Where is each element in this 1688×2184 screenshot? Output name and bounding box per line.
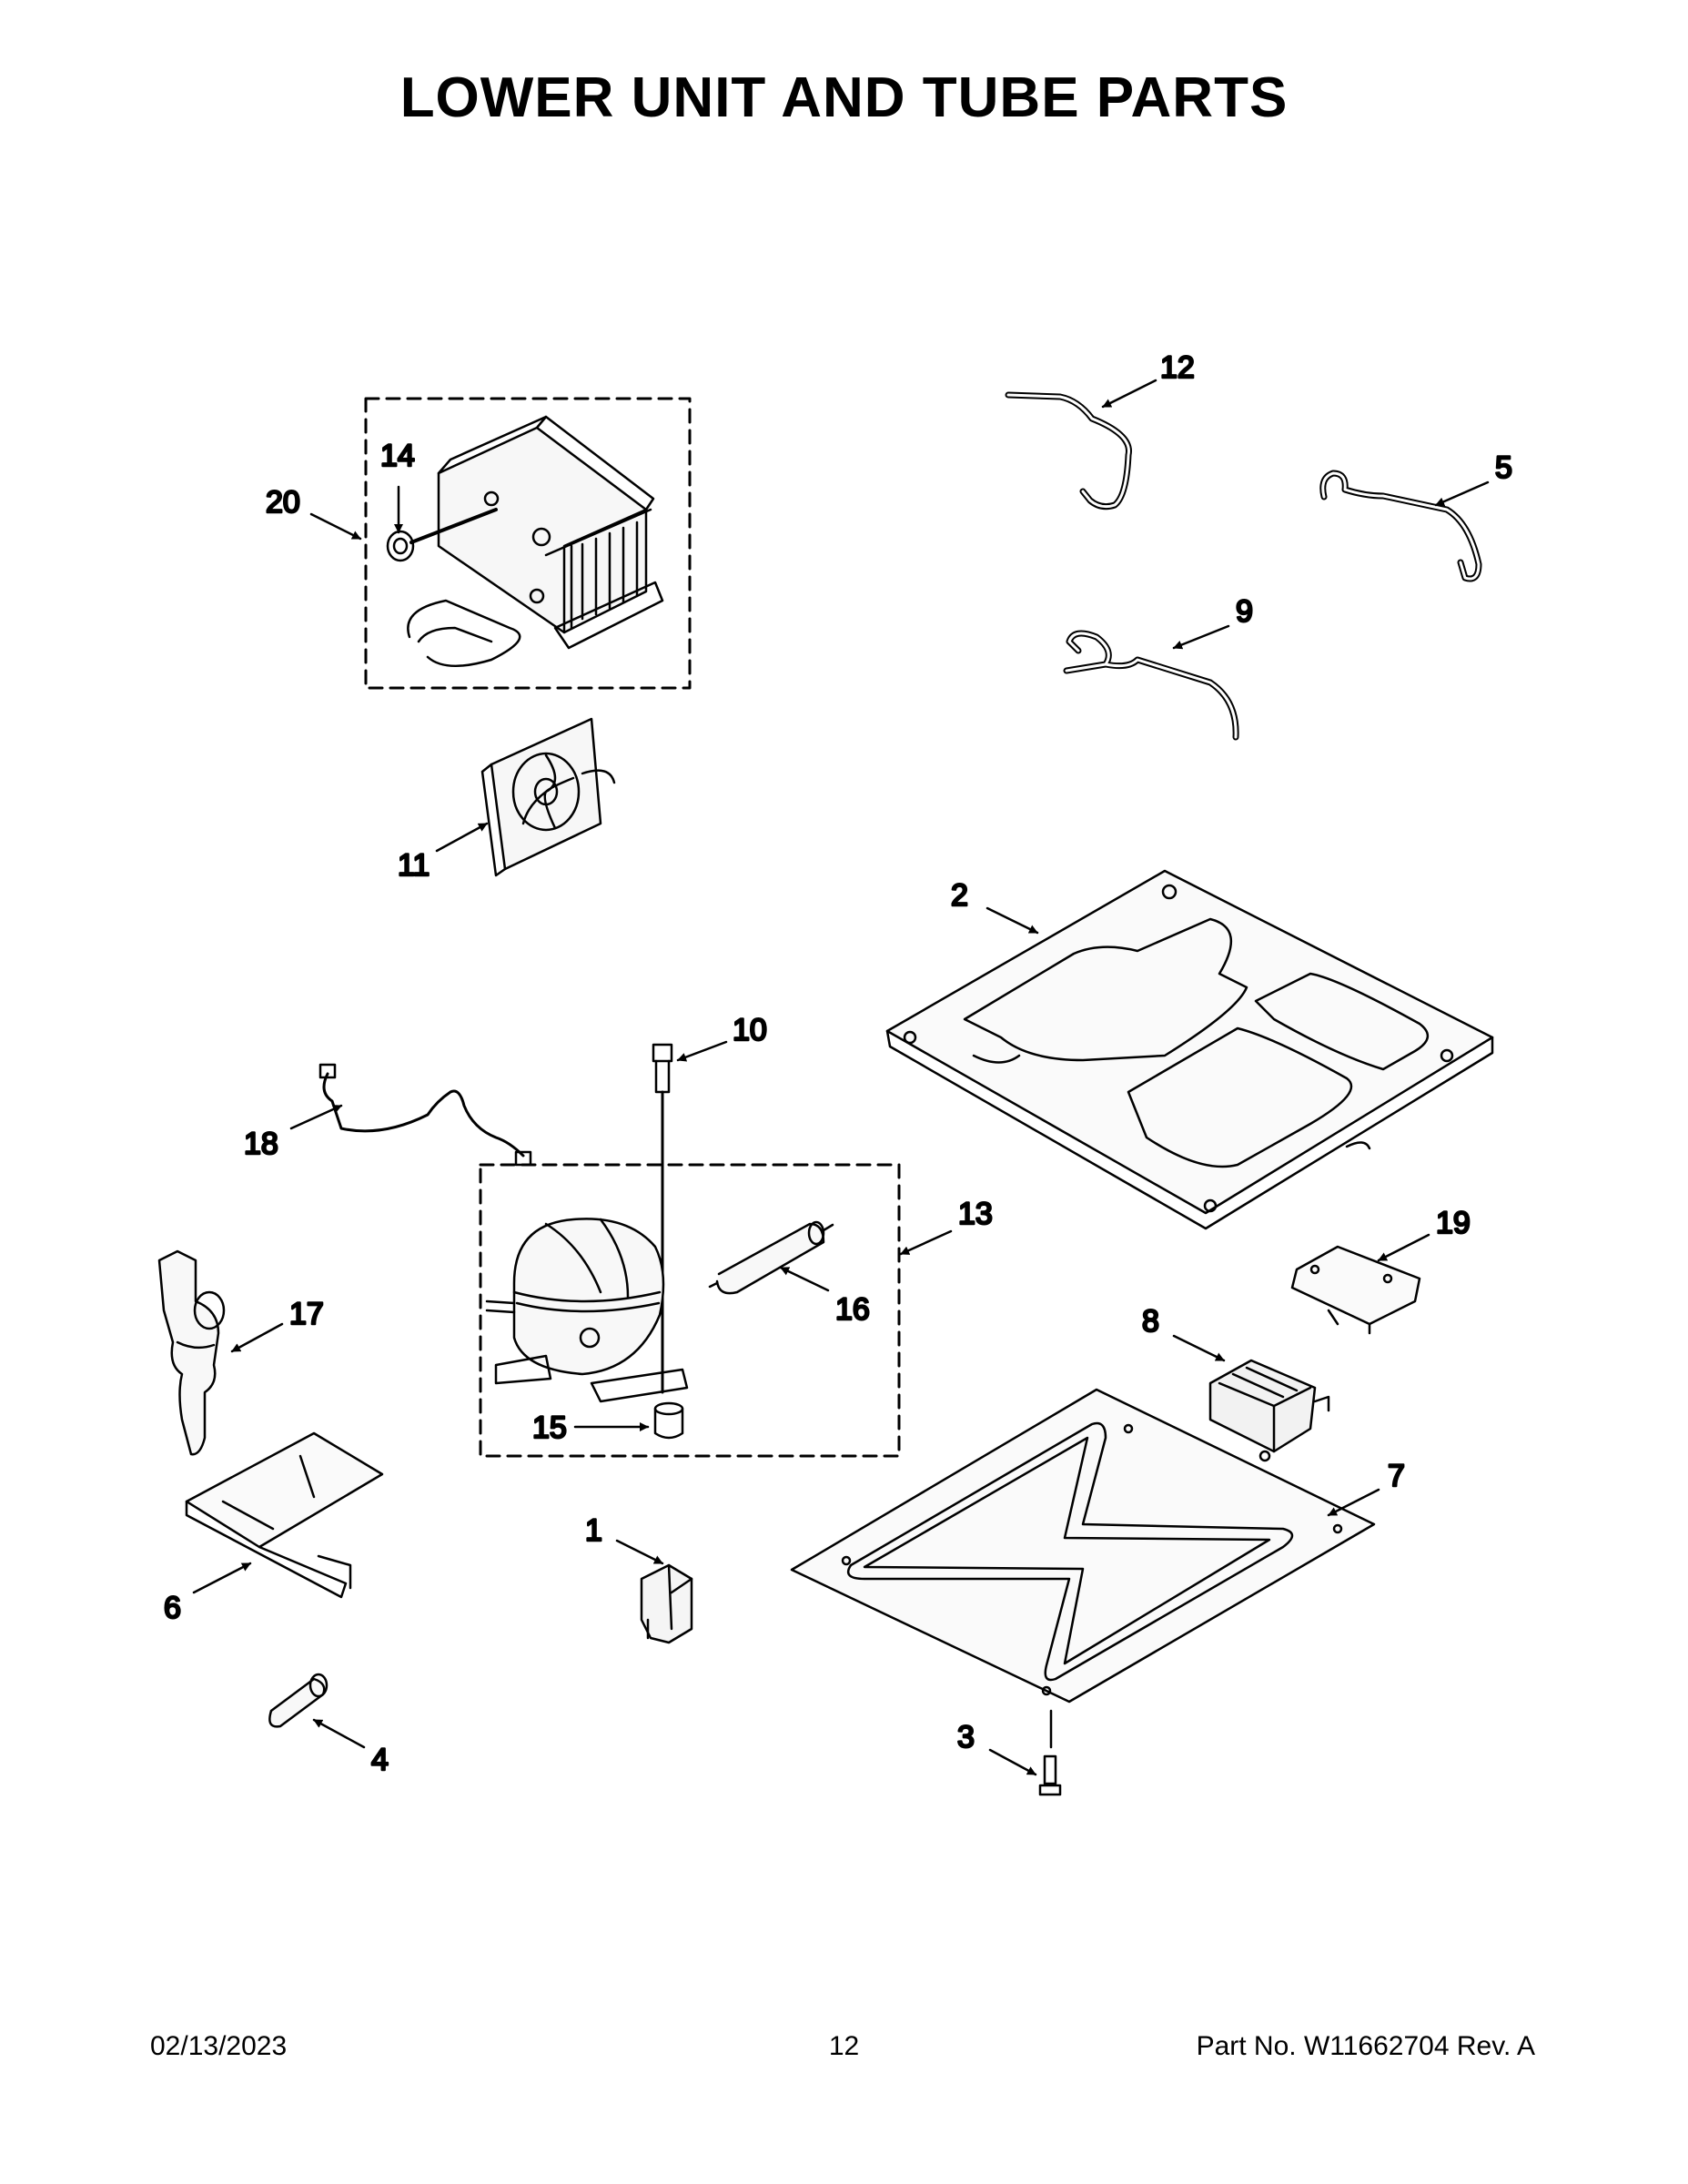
callout-13: 13 (899, 1196, 994, 1256)
callout-9-label: 9 (1236, 594, 1253, 629)
callout-3: 3 (956, 1719, 1037, 1776)
callout-12: 12 (1101, 349, 1196, 409)
compressor-group-box (479, 1163, 901, 1458)
tube-part-5-inner (1321, 471, 1481, 581)
callout-19: 19 (1377, 1205, 1471, 1262)
footer-part-number: Part No. W11662704 Rev. A (1196, 2031, 1535, 2061)
bracket-6-part (185, 1431, 384, 1599)
callout-16-label: 16 (835, 1292, 870, 1327)
callout-20: 20 (265, 484, 362, 541)
condenser-group-box (364, 397, 692, 690)
tube-part-9 (1063, 630, 1239, 741)
callout-18: 18 (243, 1104, 343, 1162)
callout-1: 1 (584, 1512, 664, 1565)
callout-7-label: 7 (1388, 1459, 1405, 1493)
footer-page-number: 12 (828, 2031, 860, 2061)
compressor-part (485, 1218, 689, 1403)
callout-3-label: 3 (957, 1720, 975, 1754)
callout-13-label: 13 (958, 1197, 993, 1231)
callout-6: 6 (163, 1562, 252, 1626)
callout-18-label: 18 (244, 1127, 278, 1161)
callout-8: 8 (1141, 1303, 1226, 1362)
callout-4-label: 4 (371, 1743, 389, 1777)
callout-8-label: 8 (1142, 1304, 1159, 1339)
bracket-19-part (1290, 1245, 1421, 1335)
tube-part-12 (1005, 391, 1132, 511)
drier-part (708, 1220, 834, 1295)
callout-15-label: 15 (532, 1410, 567, 1445)
callout-14-label: 14 (380, 439, 415, 473)
callout-7: 7 (1327, 1458, 1406, 1517)
callout-6-label: 6 (164, 1591, 181, 1625)
drain-part (157, 1249, 226, 1456)
tube-part-12-inner (1006, 393, 1130, 509)
callout-17: 17 (230, 1296, 325, 1353)
part-10 (652, 1043, 673, 1394)
condenser-fan-part (480, 717, 616, 877)
callout-2: 2 (950, 877, 1039, 935)
footer-date: 02/13/2023 (150, 2031, 288, 2061)
callout-15: 15 (531, 1410, 650, 1446)
wire-harness-part (322, 1072, 525, 1158)
grommet-15-part (653, 1401, 684, 1440)
callout-5-label: 5 (1495, 450, 1512, 485)
callout-19-label: 19 (1436, 1206, 1471, 1240)
condenser-assembly-part (407, 415, 664, 668)
callout-14: 14 (379, 438, 416, 534)
callout-10-label: 10 (733, 1013, 767, 1047)
callout-17-label: 17 (289, 1297, 324, 1331)
callout-2-label: 2 (951, 878, 968, 913)
part-8 (1208, 1359, 1330, 1462)
harness-connector-a (318, 1063, 337, 1079)
page-title: LOWER UNIT AND TUBE PARTS (399, 66, 1289, 129)
callout-4: 4 (312, 1718, 389, 1778)
part-1 (640, 1563, 693, 1644)
callout-9: 9 (1172, 593, 1254, 650)
callout-12-label: 12 (1160, 350, 1195, 385)
bottom-panel-part (790, 1388, 1376, 1704)
tube-part-9-inner (1065, 632, 1238, 739)
callout-16: 16 (779, 1266, 871, 1328)
sleeve-part (268, 1673, 329, 1728)
callout-5: 5 (1434, 450, 1513, 507)
callout-10: 10 (676, 1012, 768, 1062)
callout-1-label: 1 (585, 1513, 602, 1548)
callout-11: 11 (397, 822, 489, 884)
screw-part (1038, 1709, 1062, 1796)
callout-20-label: 20 (266, 485, 300, 520)
callout-11-label: 11 (398, 848, 430, 883)
base-pan-part (885, 869, 1494, 1230)
